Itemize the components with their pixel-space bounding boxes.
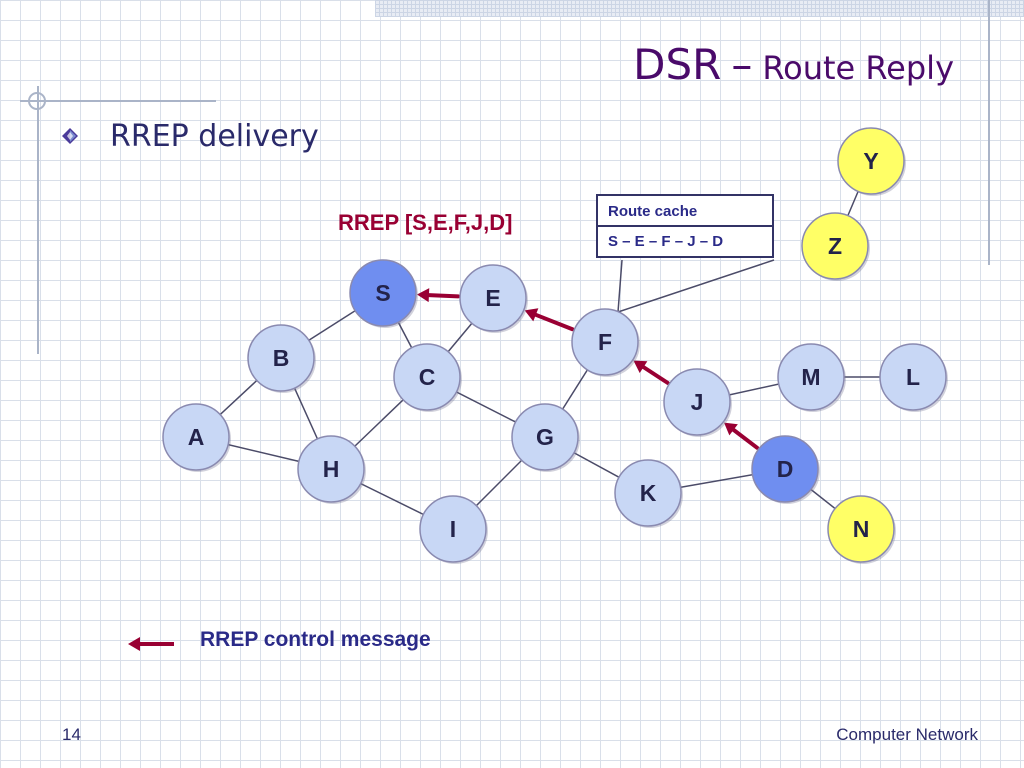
node-label: B xyxy=(273,345,290,371)
node-label: C xyxy=(419,364,436,390)
node-circle xyxy=(777,343,845,411)
node-label: F xyxy=(598,329,612,355)
node-circle xyxy=(827,495,895,563)
route-cache-box: Route cache S – E – F – J – D xyxy=(596,194,774,258)
node-l: L xyxy=(879,343,948,412)
footer-text: Computer Network xyxy=(836,725,978,744)
node-label: A xyxy=(188,424,205,450)
node-label: E xyxy=(485,285,500,311)
node-h: H xyxy=(297,435,366,504)
node-label: Z xyxy=(828,233,842,259)
route-cache-pointer-line xyxy=(617,259,623,313)
node-label: I xyxy=(450,516,456,542)
node-circle xyxy=(419,495,487,563)
legend-arrow-icon xyxy=(128,637,174,651)
decor-circle xyxy=(28,92,46,110)
route-cache-entry: S – E – F – J – D xyxy=(608,233,724,250)
node-circle xyxy=(459,264,527,332)
node-circle xyxy=(801,212,869,280)
node-n: N xyxy=(827,495,896,564)
node-label: Y xyxy=(863,148,878,174)
top-decor-band xyxy=(375,0,1024,17)
node-circle xyxy=(614,459,682,527)
node-circle xyxy=(663,368,731,436)
route-cache-pointer-line xyxy=(617,259,775,313)
bullet-text: RREP delivery xyxy=(110,119,319,154)
node-circle xyxy=(162,403,230,471)
node-j: J xyxy=(663,368,732,437)
node-label: D xyxy=(777,456,794,482)
node-circle xyxy=(837,127,905,195)
slide-number: 14 xyxy=(62,725,81,744)
node-b: B xyxy=(247,324,316,393)
node-g: G xyxy=(511,403,580,472)
node-circle xyxy=(393,343,461,411)
node-label: L xyxy=(906,364,920,390)
arrow-layer xyxy=(416,288,760,450)
node-a: A xyxy=(162,403,231,472)
node-label: N xyxy=(853,516,870,542)
rrep-arrow-j-f xyxy=(633,360,670,385)
decor-horizontal-line xyxy=(20,100,216,102)
rrep-path-label: RREP [S,E,F,J,D] xyxy=(338,210,513,235)
node-circle xyxy=(247,324,315,392)
node-y: Y xyxy=(837,127,906,196)
node-circle xyxy=(511,403,579,471)
node-label: K xyxy=(640,480,657,506)
rrep-arrow-d-j xyxy=(724,422,760,450)
node-label: J xyxy=(691,389,704,415)
node-circle xyxy=(751,435,819,503)
node-layer: S E F B C J M L A G H D K I N Y Z xyxy=(162,127,948,564)
node-label: M xyxy=(801,364,820,390)
node-circle xyxy=(349,259,417,327)
route-cache-header: Route cache xyxy=(598,196,772,227)
diamond-bullet-icon xyxy=(62,128,78,144)
rrep-arrow-e-s xyxy=(416,288,461,303)
right-decor-line xyxy=(988,0,990,265)
slide-title: DSR–Route Reply xyxy=(633,40,954,89)
node-label: S xyxy=(375,280,390,306)
title-main: DSR xyxy=(633,40,722,89)
node-f: F xyxy=(571,308,640,377)
node-i: I xyxy=(419,495,488,564)
decor-vertical-line xyxy=(37,86,39,354)
node-d: D xyxy=(751,435,820,504)
node-z: Z xyxy=(801,212,870,281)
node-k: K xyxy=(614,459,683,528)
title-subtitle: Route Reply xyxy=(762,49,954,87)
node-m: M xyxy=(777,343,846,412)
legend-label: RREP control message xyxy=(200,628,431,651)
title-separator: – xyxy=(731,40,753,89)
node-label: H xyxy=(323,456,340,482)
node-label: G xyxy=(536,424,554,450)
node-s: S xyxy=(349,259,418,328)
node-circle xyxy=(879,343,947,411)
rrep-arrow-f-e xyxy=(524,308,575,332)
node-circle xyxy=(297,435,365,503)
node-circle xyxy=(571,308,639,376)
node-e: E xyxy=(459,264,528,333)
node-c: C xyxy=(393,343,462,412)
